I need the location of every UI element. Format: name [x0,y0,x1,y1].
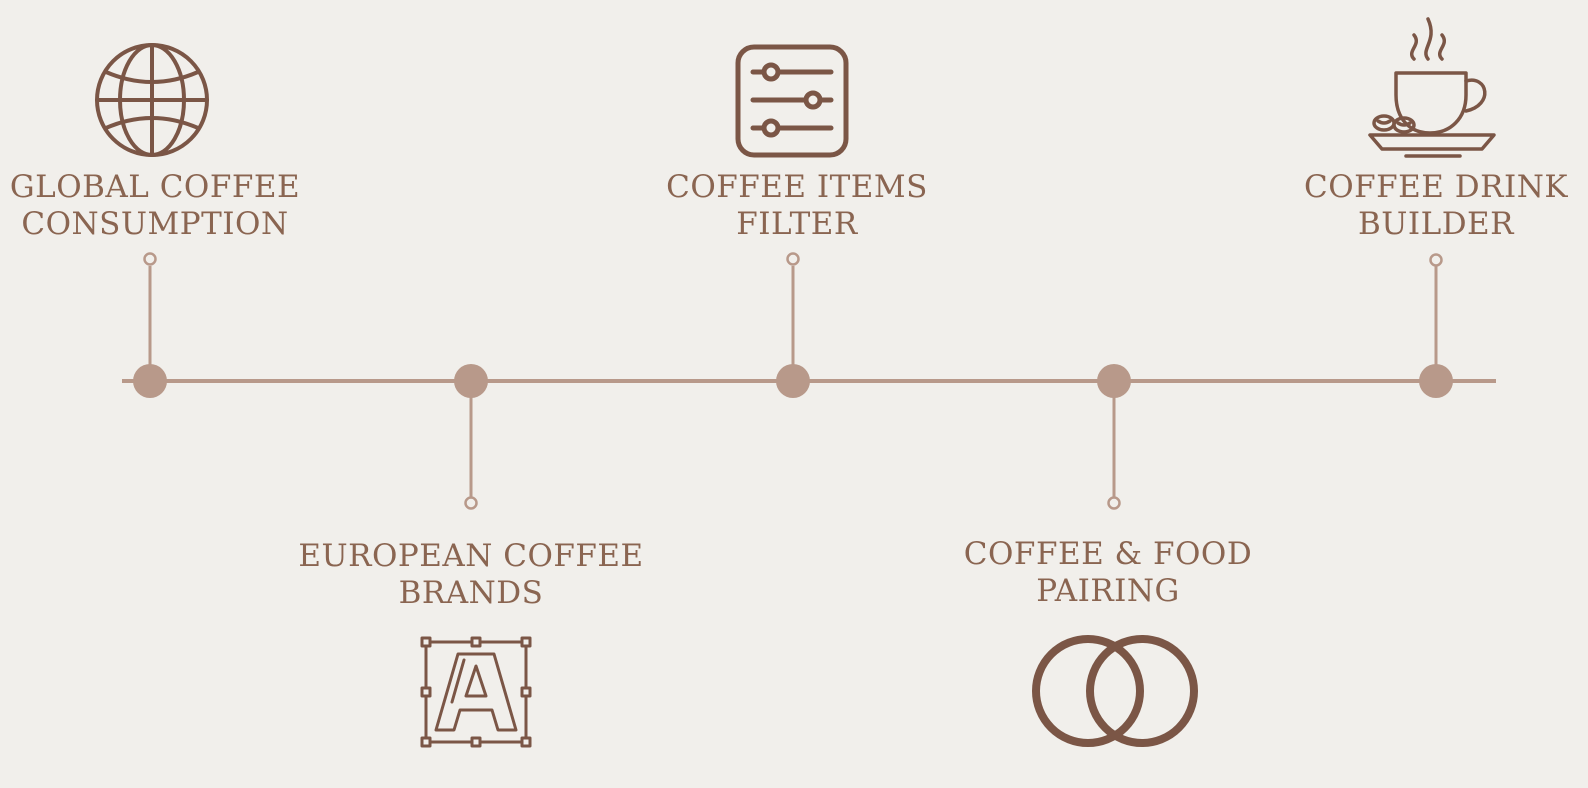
label-line-2: FILTER [736,206,858,242]
label-line-2: BUILDER [1357,206,1515,242]
label-line-1: EUROPEAN COFFEE [298,538,644,574]
globe-icon [94,42,210,158]
stem-end-3 [786,252,800,266]
sliders-filter-icon [735,44,849,158]
typography-a-icon [418,634,534,750]
stem-end-2 [464,496,478,510]
timeline-node-5 [1419,364,1453,398]
label-coffee-food-pairing: COFFEE & FOOD PAIRING [918,536,1298,610]
stem-end-5 [1429,253,1443,267]
timeline-node-1 [133,364,167,398]
label-coffee-items-filter: COFFEE ITEMS FILTER [607,169,987,243]
timeline-node-3 [776,364,810,398]
label-line-2: PAIRING [1036,573,1180,609]
timeline-node-2 [454,364,488,398]
coffee-cup-icon [1366,15,1500,159]
label-line-1: COFFEE ITEMS [666,169,928,205]
stem-end-4 [1107,496,1121,510]
label-line-1: COFFEE & FOOD [963,536,1253,572]
timeline-node-4 [1097,364,1131,398]
label-line-1: GLOBAL COFFEE [9,169,301,205]
label-coffee-drink-builder: COFFEE DRINK BUILDER [1246,169,1588,243]
label-line-2: CONSUMPTION [21,206,289,242]
stem-end-1 [143,252,157,266]
label-european-coffee-brands: EUROPEAN COFFEE BRANDS [281,538,661,612]
overlapping-circles-icon [1030,633,1200,749]
label-global-coffee-consumption: GLOBAL COFFEE CONSUMPTION [0,169,345,243]
label-line-1: COFFEE DRINK [1304,169,1568,205]
label-line-2: BRANDS [398,575,544,611]
